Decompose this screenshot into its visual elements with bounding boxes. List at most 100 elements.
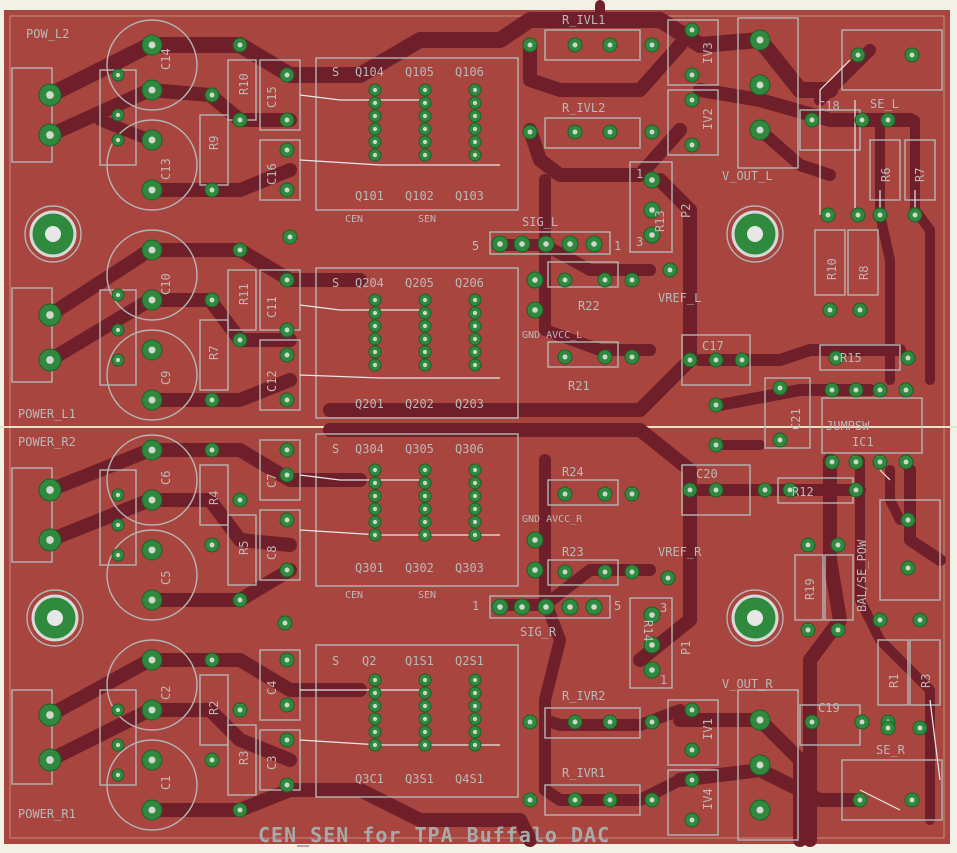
label-c9: C9 [159,371,173,385]
pad-hole [284,702,290,708]
pad-hole [756,761,764,769]
label-q201: Q201 [355,397,384,411]
pad-hole [148,446,156,454]
pad-hole [148,596,156,604]
pad-hole [689,707,695,713]
label-r4: R4 [207,491,221,505]
pad-hole [689,72,695,78]
pad-hole [591,604,597,610]
pad-hole [805,542,811,548]
label-c7: C7 [265,474,279,488]
pad-hole [115,357,121,363]
pad-hole [372,349,378,355]
pad-hole [885,117,891,123]
label-c6: C6 [159,471,173,485]
label-r24: R24 [562,465,584,479]
label-q106: Q106 [455,65,484,79]
label-se-l: SE_L [870,97,899,111]
pad-hole [809,719,815,725]
pad-hole [591,241,597,247]
pad-hole [835,627,841,633]
label-c8: C8 [265,546,279,560]
pad-hole [372,519,378,525]
pad-hole [713,357,719,363]
pad-hole [689,142,695,148]
pad-hole [372,742,378,748]
label-pot-r-1: 1 [660,673,667,687]
label-r14: R14 [641,620,655,642]
pad-hole [372,729,378,735]
label-q3s1: Q3S1 [405,772,434,786]
pad-hole [649,667,655,673]
pad-hole [148,86,156,94]
pad-hole [805,627,811,633]
pad-hole [284,517,290,523]
pad-hole [562,491,568,497]
pad-hole [602,569,608,575]
pad-hole [629,354,635,360]
pad-hole [422,480,428,486]
pad-hole [853,459,859,465]
pad-hole [422,87,428,93]
pad-hole [472,87,478,93]
mounting-hole-center [747,610,763,626]
pad-hole [372,310,378,316]
pad-hole [903,387,909,393]
label-r11: R11 [237,283,251,305]
pad-hole [877,387,883,393]
pad-hole [284,187,290,193]
pad-hole [284,782,290,788]
label-c12: C12 [265,370,279,392]
pad-hole [422,493,428,499]
pad-hole [372,113,378,119]
pad-hole [543,604,549,610]
label-r15: R15 [840,351,862,365]
pad-hole [372,703,378,709]
pad-hole [115,112,121,118]
pad-hole [853,487,859,493]
mounting-hole-center [45,226,61,242]
label-q302: Q302 [405,561,434,575]
pad-hole [853,387,859,393]
pad-hole [859,719,865,725]
label-s-4: S [332,654,339,668]
label-power-r1: POWER_R1 [18,807,76,821]
label-q1s1: Q1S1 [405,654,434,668]
pad-hole [756,81,764,89]
pad-hole [237,707,243,713]
pad-hole [372,362,378,368]
pad-hole [46,486,54,494]
pad-hole [422,467,428,473]
pad-hole [472,323,478,329]
pad-hole [909,797,915,803]
label-c2: C2 [159,686,173,700]
pad-hole [284,737,290,743]
pad-hole [572,719,578,725]
label-iv3: IV3 [701,42,715,64]
pad-hole [532,277,538,283]
label-r3-right: R3 [919,674,933,688]
pad-hole [422,310,428,316]
pad-hole [829,459,835,465]
label-sen-top: SEN [418,214,436,225]
pad-hole [115,327,121,333]
label-c14: C14 [159,48,173,70]
pad-hole [148,246,156,254]
label-r5: R5 [237,541,251,555]
pad-hole [472,126,478,132]
label-q101: Q101 [355,189,384,203]
pad-hole [115,707,121,713]
pad-hole [777,385,783,391]
traces-top [42,0,935,417]
pad-hole [527,719,533,725]
pad-hole [602,277,608,283]
pad-hole [209,187,215,193]
pad-hole [689,817,695,823]
pad-hole [422,519,428,525]
pad-hole [532,567,538,573]
label-c19: C19 [818,701,840,715]
label-r19: R19 [803,578,817,600]
pad-hole [284,657,290,663]
pad-hole [115,522,121,528]
